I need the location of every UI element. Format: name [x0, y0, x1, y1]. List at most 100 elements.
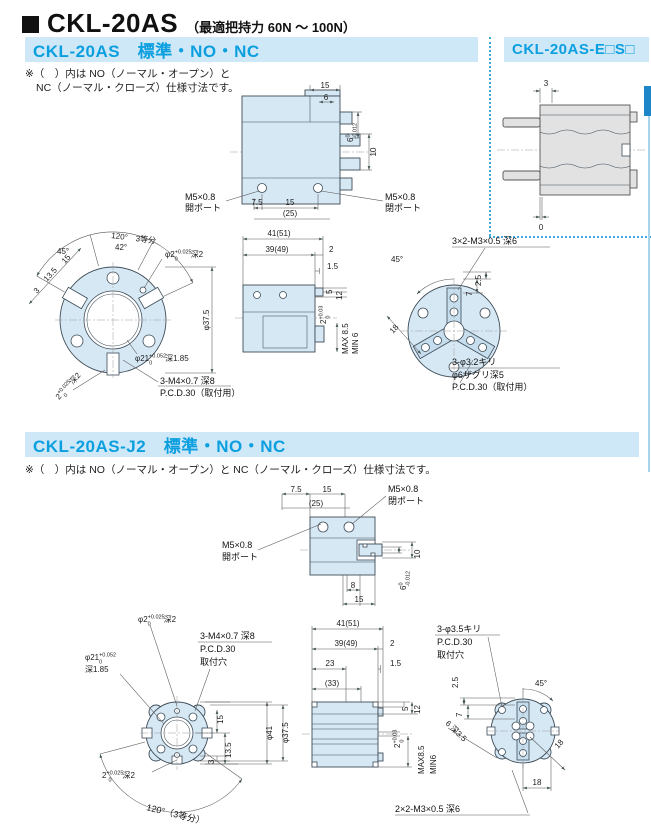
- section1-note-line2: NC（ノーマル・クローズ）仕様寸法です。: [36, 82, 239, 94]
- dim-15: 15: [323, 485, 332, 494]
- dim-10: 10: [369, 147, 378, 156]
- m4-label: 3-M4×0.7 深8: [160, 376, 215, 386]
- dim-6-tolerance: 60-0.012: [399, 571, 412, 590]
- angle-42-label: 42°: [115, 243, 127, 252]
- front-view-part: [99, 696, 243, 813]
- dim-15-bottom: 15: [355, 595, 364, 604]
- angle-45-label: 45°: [535, 679, 547, 688]
- stroke-max-label: MAX8.5: [417, 745, 426, 774]
- rear-view-part: [401, 278, 507, 384]
- dimension-lines: [225, 85, 384, 220]
- drill-label: 3-φ3.2キリ: [452, 357, 496, 367]
- front-view-dims: [119, 624, 288, 773]
- section2-band-label: CKL-20AS-J2 標準・NO・NC: [33, 437, 286, 456]
- angle-45-rear: 45°: [391, 255, 403, 264]
- dim-23: 23: [326, 659, 335, 668]
- dim-3-diag: 3: [32, 286, 42, 296]
- page-edge-tab: [644, 86, 651, 116]
- dim-phi41: φ41: [265, 725, 274, 740]
- open-port-label-1: M5×0.8: [185, 192, 215, 202]
- dotted-separator-horizontal: [489, 236, 651, 238]
- section1-top-view-drawing: 15 6 60-0.012 10 M5×0.8 開ポート M5×0.8 閉ポート…: [185, 81, 421, 220]
- section2-band: CKL-20AS-J2 標準・NO・NC: [25, 432, 639, 457]
- close-port-label-2: 閉ポート: [388, 496, 424, 506]
- epanel-band-label: CKL-20AS-E□S□: [512, 41, 635, 58]
- dotted-separator-vertical: [489, 37, 491, 236]
- stroke-min-label: MIN 6: [351, 332, 360, 354]
- dim-1-5: 1.5: [327, 262, 339, 271]
- close-port-label-1: M5×0.8: [385, 192, 415, 202]
- dim-phi37-5: φ37.5: [202, 309, 211, 330]
- arc-120-label: 120°（3等分）: [146, 801, 207, 826]
- dim-key2-side: 2+0.030: [319, 306, 332, 324]
- side-view-dims: [311, 626, 530, 816]
- dim-15-bottom: 15: [286, 198, 295, 207]
- epanel-part: [497, 104, 647, 196]
- pcd-rear-label: P.C.D.30: [437, 637, 472, 647]
- drill-label: 3-φ3.5キリ: [437, 624, 481, 634]
- pcd-label: P.C.D.30（取付用）: [160, 388, 240, 398]
- section2-note: ※（ ）内は NO（ノーマル・オープン）と NC（ノーマル・クローズ）仕様寸法で…: [25, 464, 436, 476]
- dim-41-51: 41(51): [336, 619, 359, 628]
- section2-top-view-drawing: 7.5 15 (25) M5×0.8 閉ポート M5×0.8 開ポート 10 6…: [222, 484, 424, 606]
- mount-hole-label: 取付穴: [437, 649, 464, 660]
- dim-25-ref: (25): [283, 209, 298, 218]
- angle-45-label: 45°: [57, 247, 69, 256]
- dim-2: 2: [390, 639, 395, 648]
- counterbore-label: φ6ザグリ深5: [452, 369, 504, 380]
- open-port-label-2: 開ポート: [185, 203, 221, 213]
- page-header: CKL-20AS （最適把持力 60N ～ 100N）: [22, 8, 356, 39]
- dim-7: 7: [455, 712, 464, 717]
- close-port-label-2: 閉ポート: [385, 203, 421, 213]
- rear-view-dims: [386, 246, 560, 384]
- front-view-dims: [28, 247, 231, 391]
- header-square-icon: [22, 16, 39, 33]
- section1-note-line1: ※（ ）内は NO（ノーマル・オープン）と: [25, 68, 231, 80]
- page-edge-line: [648, 116, 650, 472]
- dim-15: 15: [216, 715, 225, 724]
- dim-2-5: 2.5: [451, 676, 460, 688]
- section1-band-label: CKL-20AS 標準・NO・NC: [33, 42, 260, 61]
- epanel-dim-3: 3: [544, 79, 549, 88]
- dim-5: 5: [325, 289, 334, 294]
- dim-18-diag: 18: [388, 322, 401, 335]
- dimension-lines: [257, 492, 416, 606]
- dim-5: 5: [401, 706, 410, 711]
- dim-6-tolerance: 60-0.012: [346, 123, 359, 142]
- dim-phi21-depth: 深1.85: [85, 665, 109, 674]
- dim-12: 12: [335, 291, 344, 300]
- dim-7-5: 7.5: [290, 485, 302, 494]
- dim-15-top: 15: [321, 81, 330, 90]
- dim-8: 8: [351, 581, 356, 590]
- pcd-rear-label: P.C.D.30（取付用）: [452, 382, 532, 392]
- dim-41-51: 41(51): [267, 229, 290, 238]
- epanel-drawing: 3 0: [497, 79, 647, 232]
- part-body: [230, 89, 376, 205]
- dim-18-diag: 18: [553, 737, 566, 750]
- page-title: CKL-20AS: [47, 8, 179, 38]
- pcd-label: P.C.D.30: [200, 644, 235, 654]
- dim-7: 7: [465, 291, 474, 296]
- dim-7-5: 7.5: [251, 198, 263, 207]
- dim-1-5: 1.5: [390, 659, 402, 668]
- close-port-label-1: M5×0.8: [388, 484, 418, 494]
- rear-view-part: [486, 688, 560, 768]
- epanel-dim-0: 0: [539, 223, 544, 232]
- page-subtitle: （最適把持力 60N ～ 100N）: [186, 20, 356, 35]
- epanel-dims: [533, 88, 559, 220]
- dim-6-top: 6: [324, 93, 329, 102]
- m3-label: 2×2-M3×0.5 深6: [395, 804, 460, 814]
- m4-label: 3-M4×0.7 深8: [200, 631, 255, 641]
- dim-phi37-5: φ37.5: [281, 722, 290, 743]
- dim-2-5: 2.5: [474, 274, 483, 286]
- dim-key2: 2+0.0250深2: [53, 370, 85, 404]
- dim-18-bottom: 18: [533, 778, 542, 787]
- dim-12: 12: [413, 705, 422, 714]
- front-view-part: [36, 231, 194, 378]
